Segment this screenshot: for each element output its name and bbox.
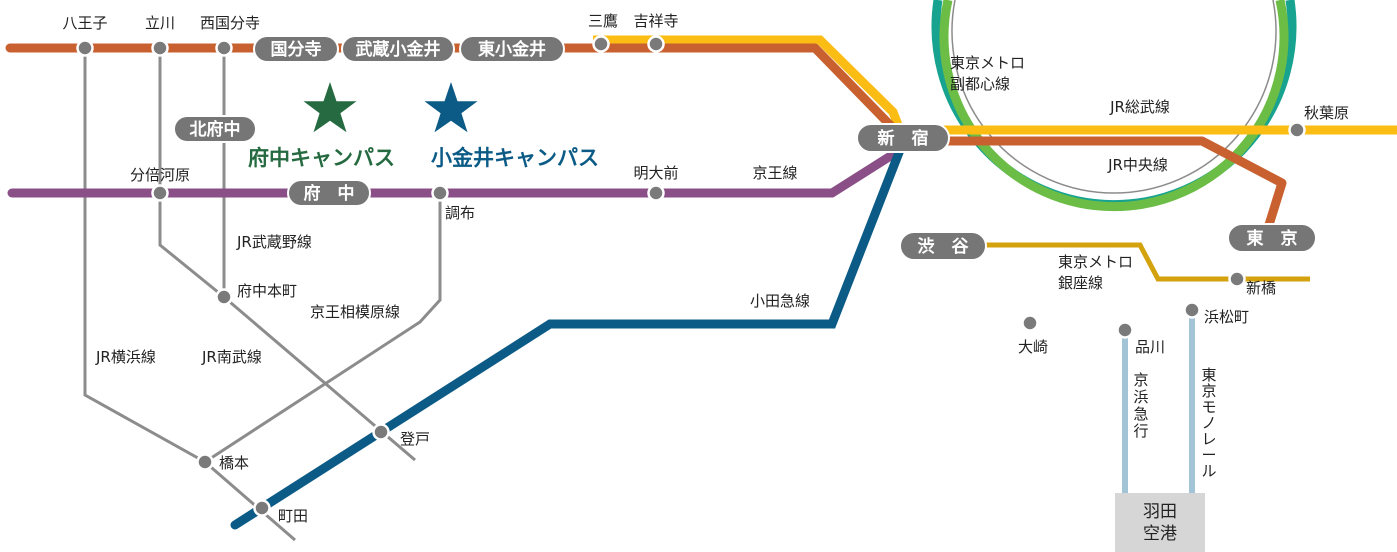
koganei-campus-label: 小金井キャンパス (431, 146, 599, 170)
station-label-chofu: 調布 (445, 204, 475, 222)
station-dot-hachioji (76, 39, 94, 57)
station-label-noborito: 登戸 (400, 430, 430, 448)
station-label-tachikawa: 立川 (145, 14, 175, 32)
station-pill-kitafuchu: 北府中 (173, 115, 257, 143)
station-label-nishikokubunji: 西国分寺 (200, 14, 260, 32)
fuchu-campus-star-icon (303, 82, 357, 133)
svg-text:国分寺: 国分寺 (271, 39, 322, 60)
airport-label: 羽田空港 (1143, 502, 1177, 544)
station-pill-shibuya: 渋 谷 (899, 231, 987, 261)
station-label-meidaimae: 明大前 (633, 164, 678, 182)
haneda-airport-box: 羽田空港 (1115, 493, 1205, 552)
station-dot-tachikawa (151, 39, 169, 57)
station-pill-musashikoganei: 武蔵小金井 (341, 35, 455, 63)
station-pill-higashikoganei: 東小金井 (459, 35, 565, 63)
line-label-keikyu: 京浜急行 (1133, 371, 1148, 440)
line-label-metro-ginza: 東京メトロ銀座線 (1058, 253, 1133, 292)
station-label-kichijoji: 吉祥寺 (633, 12, 678, 30)
station-pill-fuchu: 府 中 (287, 179, 371, 207)
svg-text:新 宿: 新 宿 (878, 128, 929, 149)
jr-yokohama-line (83, 48, 296, 542)
line-label-jr-chuo: JR中央線 (1107, 156, 1168, 174)
station-pill-shinjuku: 新 宿 (856, 123, 950, 153)
line-label-jr-sobu: JR総武線 (1109, 98, 1170, 116)
svg-text:北府中: 北府中 (190, 119, 241, 140)
station-label-shinagawa: 品川 (1135, 338, 1165, 356)
station-label-hachioji: 八王子 (62, 14, 107, 32)
keio-line (7, 145, 905, 198)
station-dot-fuchuhonmachi (215, 288, 233, 306)
fuchu-campus-label: 府中キャンパス (248, 146, 395, 170)
svg-text:武蔵小金井: 武蔵小金井 (356, 39, 441, 60)
line-label-metro-fukutoshin: 東京メトロ副都心線 (950, 54, 1025, 93)
yamanote-line (939, 0, 1289, 212)
station-label-hashimoto: 橋本 (219, 454, 249, 472)
station-dot-hamamatsucho (1183, 301, 1201, 319)
station-label-osaki: 大崎 (1018, 338, 1048, 356)
station-label-hamamatsucho: 浜松町 (1204, 308, 1249, 326)
station-label-machida: 町田 (278, 507, 308, 525)
svg-text:府 中: 府 中 (304, 183, 355, 204)
svg-text:東小金井: 東小金井 (478, 39, 546, 60)
svg-text:東 京: 東 京 (1247, 228, 1298, 249)
line-label-odakyu: 小田急線 (750, 292, 810, 310)
station-dot-bubaigawara (151, 184, 169, 202)
line-label-keio: 京王線 (752, 164, 797, 182)
line-label-jr-musashino: JR武蔵野線 (236, 233, 312, 251)
keio-sagamihara-line (204, 193, 442, 464)
line-label-jr-yokohama: JR横浜線 (95, 348, 156, 366)
koganei-campus-star-icon (424, 82, 478, 133)
fukutoshin-line (951, 0, 1277, 194)
sobu-line (593, 35, 1397, 135)
line-label-tokyo-monorail: 東京モノレール (1201, 366, 1216, 480)
station-dot-meidaimae (647, 184, 665, 202)
station-dot-shinagawa (1116, 321, 1134, 339)
station-pill-kokubunji: 国分寺 (253, 35, 339, 63)
line-label-keio-sagamihara: 京王相模原線 (310, 303, 400, 321)
station-label-shinbashi: 新橋 (1246, 279, 1276, 297)
station-dot-hashimoto (196, 453, 214, 471)
station-dot-mitaka (592, 35, 610, 53)
line-label-jr-nambu: JR南武線 (201, 348, 262, 366)
station-dot-chofu (431, 184, 449, 202)
station-pill-tokyo: 東 京 (1227, 223, 1317, 253)
station-dot-noborito (372, 423, 390, 441)
station-dot-machida (253, 499, 271, 517)
station-dot-osaki (1021, 314, 1039, 332)
station-dot-nishikokubunji (215, 39, 233, 57)
jr-nambu-line (158, 48, 416, 462)
station-dot-shinbashi (1228, 270, 1246, 288)
station-dot-kichijoji (647, 35, 665, 53)
station-label-akihabara: 秋葉原 (1304, 104, 1349, 122)
odakyu-line (230, 145, 905, 530)
station-label-bubaigawara: 分倍河原 (130, 166, 190, 184)
svg-text:渋 谷: 渋 谷 (918, 236, 970, 257)
station-label-mitaka: 三鷹 (588, 12, 618, 30)
station-dot-akihabara (1288, 121, 1306, 139)
station-label-fuchuhonmachi: 府中本町 (237, 282, 297, 300)
